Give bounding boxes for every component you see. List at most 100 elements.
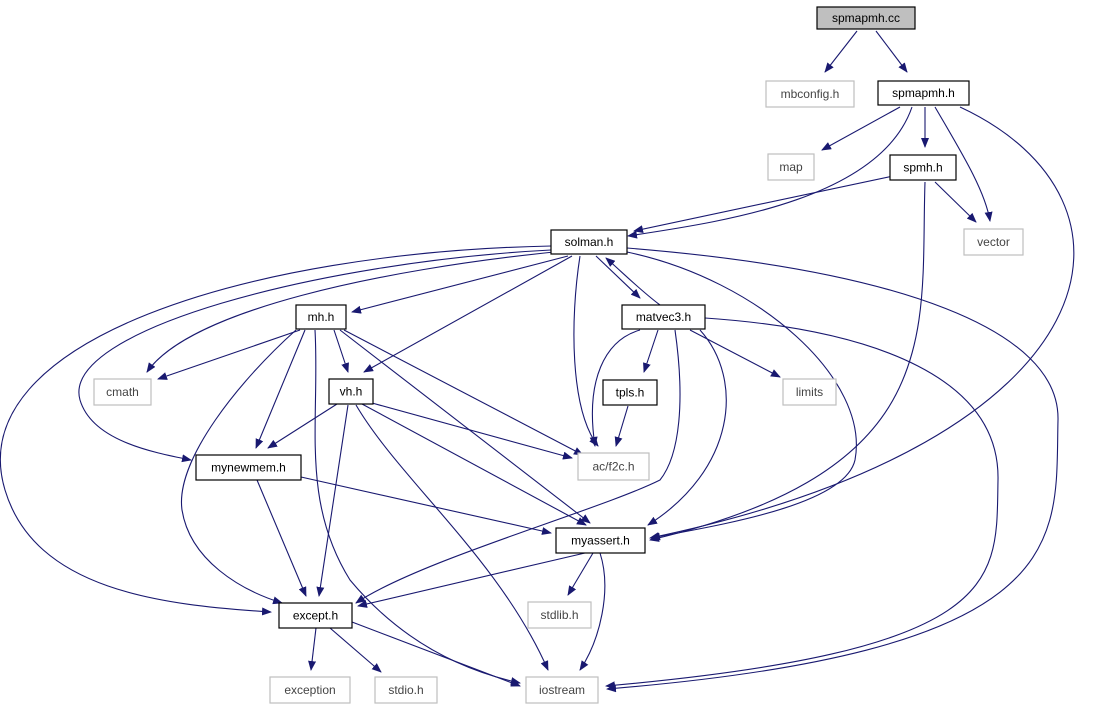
node-iostream: iostream: [525, 676, 599, 704]
edge-solman-h-to-mh-h: [351, 255, 569, 314]
edge-solman-h-to-matvec3-h: [595, 255, 641, 299]
edge-spmapmh-h-to-myassert-h: [649, 106, 1075, 541]
node-label: spmh.h: [903, 161, 942, 175]
edge-spmapmh-h-to-vector: [934, 106, 993, 222]
nodes-layer: spmapmh.cc mbconfig.h spmapmh.h map spmh.h so…: [93, 6, 1024, 704]
node-box: [621, 304, 706, 330]
edge-myassert-h-to-except-h: [357, 552, 586, 608]
node-spmapmh-cc[interactable]: spmapmh.cc: [816, 6, 916, 30]
edge-spmh-h-to-myassert-h: [649, 181, 926, 542]
node-myassert-h[interactable]: myassert.h: [555, 527, 646, 554]
edge-matvec3-h-to-tpls-h: [643, 329, 659, 373]
node-box: [195, 454, 302, 481]
node-except-h[interactable]: except.h: [278, 602, 353, 629]
node-vh-h[interactable]: vh.h: [328, 378, 374, 405]
edge-except-h-to-iostream: [351, 621, 521, 687]
node-box: [877, 80, 970, 106]
edge-vh-h-to-ac-f2c-h: [371, 402, 573, 460]
edge-spmapmh-cc-to-mbconfig-h: [824, 30, 858, 73]
node-label: stdlib.h: [540, 608, 578, 622]
node-label: except.h: [293, 609, 338, 623]
node-box: [963, 228, 1024, 256]
node-label: stdio.h: [388, 683, 423, 697]
node-label: mynewmem.h: [211, 461, 286, 475]
edge-matvec3-h-to-ac-f2c-h: [589, 329, 641, 447]
node-label: ac/f2c.h: [592, 460, 634, 474]
node-cmath: cmath: [93, 378, 152, 406]
edge-solman-h-to-except-h: [0, 245, 552, 616]
node-limits: limits: [782, 378, 837, 406]
node-solman-h[interactable]: solman.h: [550, 229, 628, 255]
node-label: matvec3.h: [636, 310, 691, 324]
node-label: spmapmh.h: [892, 86, 955, 100]
node-label: tpls.h: [616, 386, 645, 400]
edge-matvec3-h-to-solman-h: [605, 257, 661, 306]
node-spmapmh-h[interactable]: spmapmh.h: [877, 80, 970, 106]
node-box: [278, 602, 353, 629]
node-box: [782, 378, 837, 406]
node-ac-f2c-h: ac/f2c.h: [577, 452, 650, 481]
edge-mynewmem-h-to-except-h: [256, 479, 307, 597]
edge-tpls-h-to-ac-f2c-h: [614, 405, 629, 447]
edge-vh-h-to-mynewmem-h: [267, 403, 338, 449]
node-label: limits: [796, 385, 823, 399]
edge-mh-h-to-myassert-h: [339, 329, 591, 524]
edge-matvec3-h-to-limits: [689, 329, 781, 378]
node-mbconfig-h: mbconfig.h: [765, 80, 855, 108]
node-map: map: [767, 153, 815, 181]
edge-solman-h-to-ac-f2c-h: [573, 255, 599, 447]
node-label: mh.h: [308, 310, 335, 324]
node-label: cmath: [106, 385, 139, 399]
node-label: solman.h: [565, 235, 614, 249]
edge-spmapmh-h-to-map: [821, 106, 901, 151]
edge-myassert-h-to-stdlib-h: [567, 552, 594, 596]
edge-mh-h-to-cmath: [157, 329, 301, 380]
node-label: iostream: [539, 683, 585, 697]
edge-vh-h-to-myassert-h: [361, 403, 587, 526]
node-matvec3-h[interactable]: matvec3.h: [621, 304, 706, 330]
node-box: [374, 676, 438, 704]
edge-spmh-h-to-vector: [934, 181, 977, 223]
edge-except-h-to-exception: [308, 627, 317, 671]
node-label: mbconfig.h: [781, 87, 840, 101]
node-mh-h[interactable]: mh.h: [295, 304, 347, 330]
node-label: spmapmh.cc: [832, 11, 900, 25]
edge-mh-h-to-vh-h: [333, 329, 349, 373]
node-box: [525, 676, 599, 704]
node-box: [577, 452, 650, 481]
edge-solman-h-to-iostream: [606, 247, 1059, 693]
node-tpls-h[interactable]: tpls.h: [602, 379, 658, 406]
node-spmh-h[interactable]: spmh.h: [889, 154, 957, 181]
node-box: [93, 378, 152, 406]
edge-vh-h-to-iostream: [355, 404, 549, 671]
node-label: vector: [977, 235, 1010, 249]
node-stdlib-h: stdlib.h: [527, 601, 592, 629]
edge-spmapmh-cc-to-spmapmh-h: [875, 30, 908, 73]
node-box: [765, 80, 855, 108]
node-box: [295, 304, 347, 330]
edge-solman-h-to-cmath: [146, 251, 555, 373]
node-label: map: [779, 160, 803, 174]
edge-matvec3-h-to-except-h: [355, 329, 681, 604]
node-box: [328, 378, 374, 405]
node-label: exception: [284, 683, 335, 697]
edge-mh-h-to-mynewmem-h: [255, 329, 306, 449]
edge-mh-h-to-ac-f2c-h: [343, 329, 584, 456]
node-box: [767, 153, 815, 181]
edge-matvec3-h-to-iostream: [605, 317, 999, 690]
edge-solman-h-to-vh-h: [363, 255, 573, 373]
node-box: [816, 6, 916, 30]
edges-layer: [0, 30, 1075, 693]
edge-mynewmem-h-to-myassert-h: [300, 476, 552, 535]
edge-spmapmh-h-to-solman-h: [627, 106, 913, 239]
edge-solman-h-to-mynewmem-h: [78, 249, 552, 463]
node-box: [550, 229, 628, 255]
node-mynewmem-h[interactable]: mynewmem.h: [195, 454, 302, 481]
node-box: [602, 379, 658, 406]
edge-spmh-h-to-solman-h: [633, 175, 894, 234]
node-box: [555, 527, 646, 554]
node-box: [889, 154, 957, 181]
node-label: vh.h: [340, 385, 363, 399]
edge-matvec3-h-to-myassert-h: [647, 329, 727, 526]
node-exception: exception: [269, 676, 351, 704]
